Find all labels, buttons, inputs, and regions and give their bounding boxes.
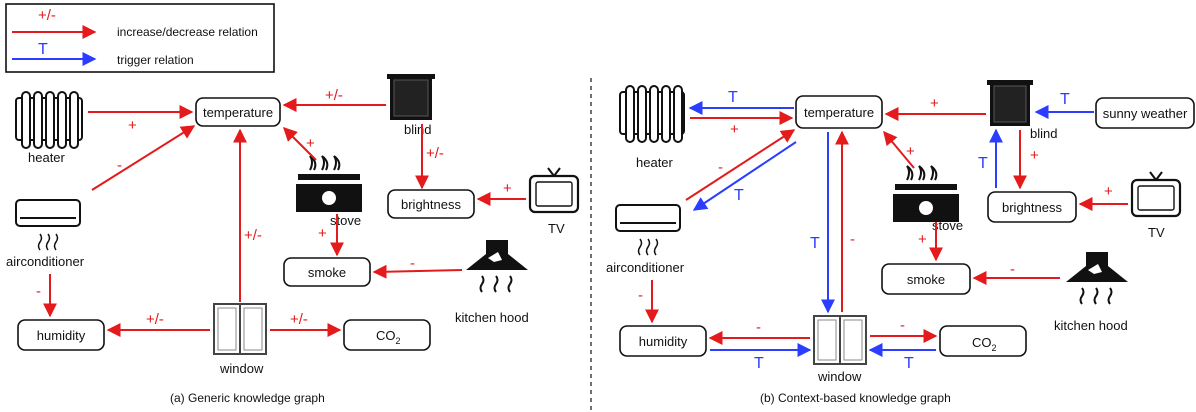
window-icon (813, 315, 867, 365)
legend-box (5, 3, 275, 73)
edge-label-sunny-blind: T (1060, 91, 1070, 108)
edge-label-ac-temperature: - (718, 159, 723, 176)
edge-label-tv-brightness: + (1104, 183, 1113, 200)
edge-label-temperature-heater: T (728, 89, 738, 106)
context-graph-panel: heater airconditioner blind stove (606, 80, 1195, 405)
legend-trigger-text: trigger relation (117, 53, 194, 67)
svg-text:sunny weather: sunny weather (1103, 106, 1188, 121)
stove-icon (296, 155, 362, 212)
brightness-node: brightness (987, 191, 1077, 223)
caption-context: (b) Context-based knowledge graph (760, 391, 951, 405)
generic-graph-panel: heater airconditioner blind stove (6, 74, 580, 405)
edge-label-co2-window: T (904, 355, 914, 372)
svg-text:temperature: temperature (203, 105, 273, 120)
caption-generic: (a) Generic knowledge graph (170, 391, 325, 405)
heater-label: heater (28, 150, 66, 165)
kitchen-hood-label: kitchen hood (1054, 318, 1128, 333)
stove-icon (893, 165, 959, 222)
kitchen-hood-icon (466, 240, 528, 293)
edge-label-blind-brightness: + (1030, 147, 1039, 164)
edge-label-ac-humidity: - (638, 287, 643, 304)
sunny-weather-node: sunny weather (1095, 97, 1195, 129)
edge-label-ac-temperature: - (117, 157, 122, 174)
edge-label-window-co2: +/- (290, 311, 308, 328)
window-icon (213, 303, 267, 355)
blind-label: blind (404, 122, 431, 137)
humidity-node: humidity (619, 325, 707, 357)
heater-label: heater (636, 155, 674, 170)
edge-label-stove-smoke: + (918, 231, 927, 248)
svg-text:temperature: temperature (804, 105, 874, 120)
edge-temperature-ac (692, 141, 797, 211)
edge-stove-temperature (283, 127, 317, 161)
edge-label-stove-temperature: + (306, 135, 315, 152)
edge-label-temperature-window: T (810, 235, 820, 252)
edge-label-window-humidity: +/- (146, 311, 164, 328)
temperature-node: temperature (795, 95, 883, 129)
edge-label-hood-smoke: - (410, 255, 415, 272)
svg-text:CO2: CO2 (376, 328, 401, 346)
humidity-node: humidity (17, 319, 105, 351)
edge-label-blind-brightness: +/- (426, 145, 444, 162)
tv-icon (1130, 171, 1182, 218)
tv-label: TV (548, 221, 565, 236)
kitchen-hood-icon (1066, 252, 1128, 305)
edge-label-blind-temperature: +/- (325, 87, 343, 104)
edge-label-brightness-blind: T (978, 155, 988, 172)
edge-label-hood-smoke: - (1010, 261, 1015, 278)
blind-icon (987, 80, 1033, 126)
svg-text:CO2: CO2 (972, 335, 997, 353)
edge-label-tv-brightness: + (503, 180, 512, 197)
airconditioner-icon (615, 204, 681, 256)
legend: +/- increase/decrease relation T trigger… (5, 3, 275, 73)
edge-label-heater-temperature: + (128, 117, 137, 134)
svg-text:smoke: smoke (308, 265, 346, 280)
svg-text:humidity: humidity (37, 328, 86, 343)
edge-label-temperature-ac: T (734, 187, 744, 204)
tv-label: TV (1148, 225, 1165, 240)
legend-trigger-symbol: T (38, 41, 48, 58)
edge-label-window-temperature: +/- (244, 227, 262, 244)
temperature-node: temperature (195, 97, 281, 127)
edge-label-ac-humidity: - (36, 283, 41, 300)
edge-label-blind-temperature: + (930, 95, 939, 112)
brightness-node: brightness (387, 189, 475, 219)
edge-label-heater-temperature: + (730, 121, 739, 138)
edge-ac-temperature (91, 125, 196, 191)
edge-ac-temperature (685, 129, 796, 201)
edge-label-stove-smoke: + (318, 225, 327, 242)
edge-label-window-temperature: - (850, 231, 855, 248)
kitchen-hood-label: kitchen hood (455, 310, 529, 325)
tv-icon (528, 167, 580, 214)
stove-label: stove (330, 213, 361, 228)
edge-stove-temperature (883, 130, 915, 169)
edge-label-window-humidity: - (756, 319, 761, 336)
edge-label-stove-temperature: + (906, 143, 915, 160)
legend-increase-symbol: +/- (38, 7, 56, 24)
edge-hood-smoke (372, 264, 463, 279)
airconditioner-label: airconditioner (6, 254, 85, 269)
co2-node: CO2 (343, 319, 431, 351)
legend-increase-text: increase/decrease relation (117, 25, 258, 39)
airconditioner-icon (15, 199, 81, 251)
window-label: window (817, 369, 862, 384)
edge-label-window-co2: - (900, 317, 905, 334)
heater-icon (15, 91, 83, 149)
stove-label: stove (932, 218, 963, 233)
edge-label-humidity-window: T (754, 355, 764, 372)
svg-text:brightness: brightness (401, 197, 461, 212)
smoke-node: smoke (881, 263, 971, 295)
window-label: window (219, 361, 264, 376)
smoke-node: smoke (283, 257, 371, 287)
heater-icon (619, 85, 685, 143)
blind-icon (387, 74, 435, 120)
svg-text:smoke: smoke (907, 272, 945, 287)
co2-node: CO2 (939, 325, 1027, 357)
svg-text:brightness: brightness (1002, 200, 1062, 215)
blind-label: blind (1030, 126, 1057, 141)
airconditioner-label: airconditioner (606, 260, 685, 275)
svg-text:humidity: humidity (639, 334, 688, 349)
